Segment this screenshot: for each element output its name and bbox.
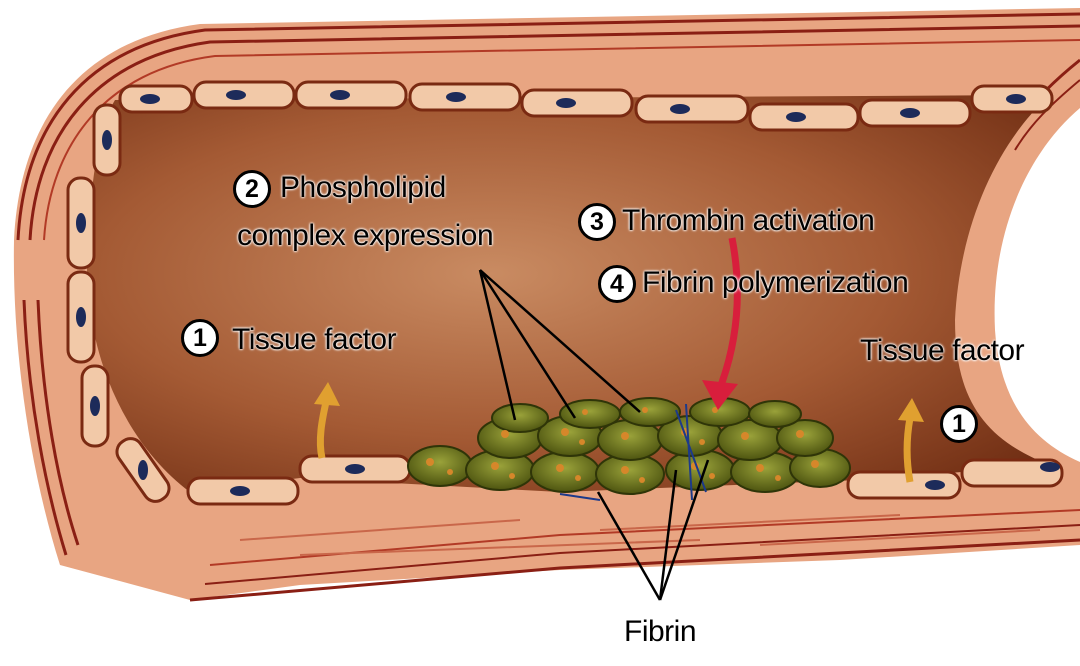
step-1-badge-left: 1 — [181, 319, 219, 357]
phospholipid-label-line2: complex expression — [237, 220, 493, 252]
fibrin-label: Fibrin — [624, 616, 696, 648]
fibrin-polymerization-label: Fibrin polymerization — [642, 267, 908, 299]
step-2-badge: 2 — [233, 170, 271, 208]
thrombin-activation-label: Thrombin activation — [622, 205, 874, 237]
tissue-factor-label-right: Tissue factor — [860, 335, 1024, 367]
step-1-badge-right: 1 — [940, 405, 978, 443]
tissue-factor-label-left: Tissue factor — [232, 324, 396, 356]
phospholipid-label-line1: Phospholipid — [280, 172, 446, 204]
step-3-badge: 3 — [578, 203, 616, 241]
step-4-badge: 4 — [598, 265, 636, 303]
